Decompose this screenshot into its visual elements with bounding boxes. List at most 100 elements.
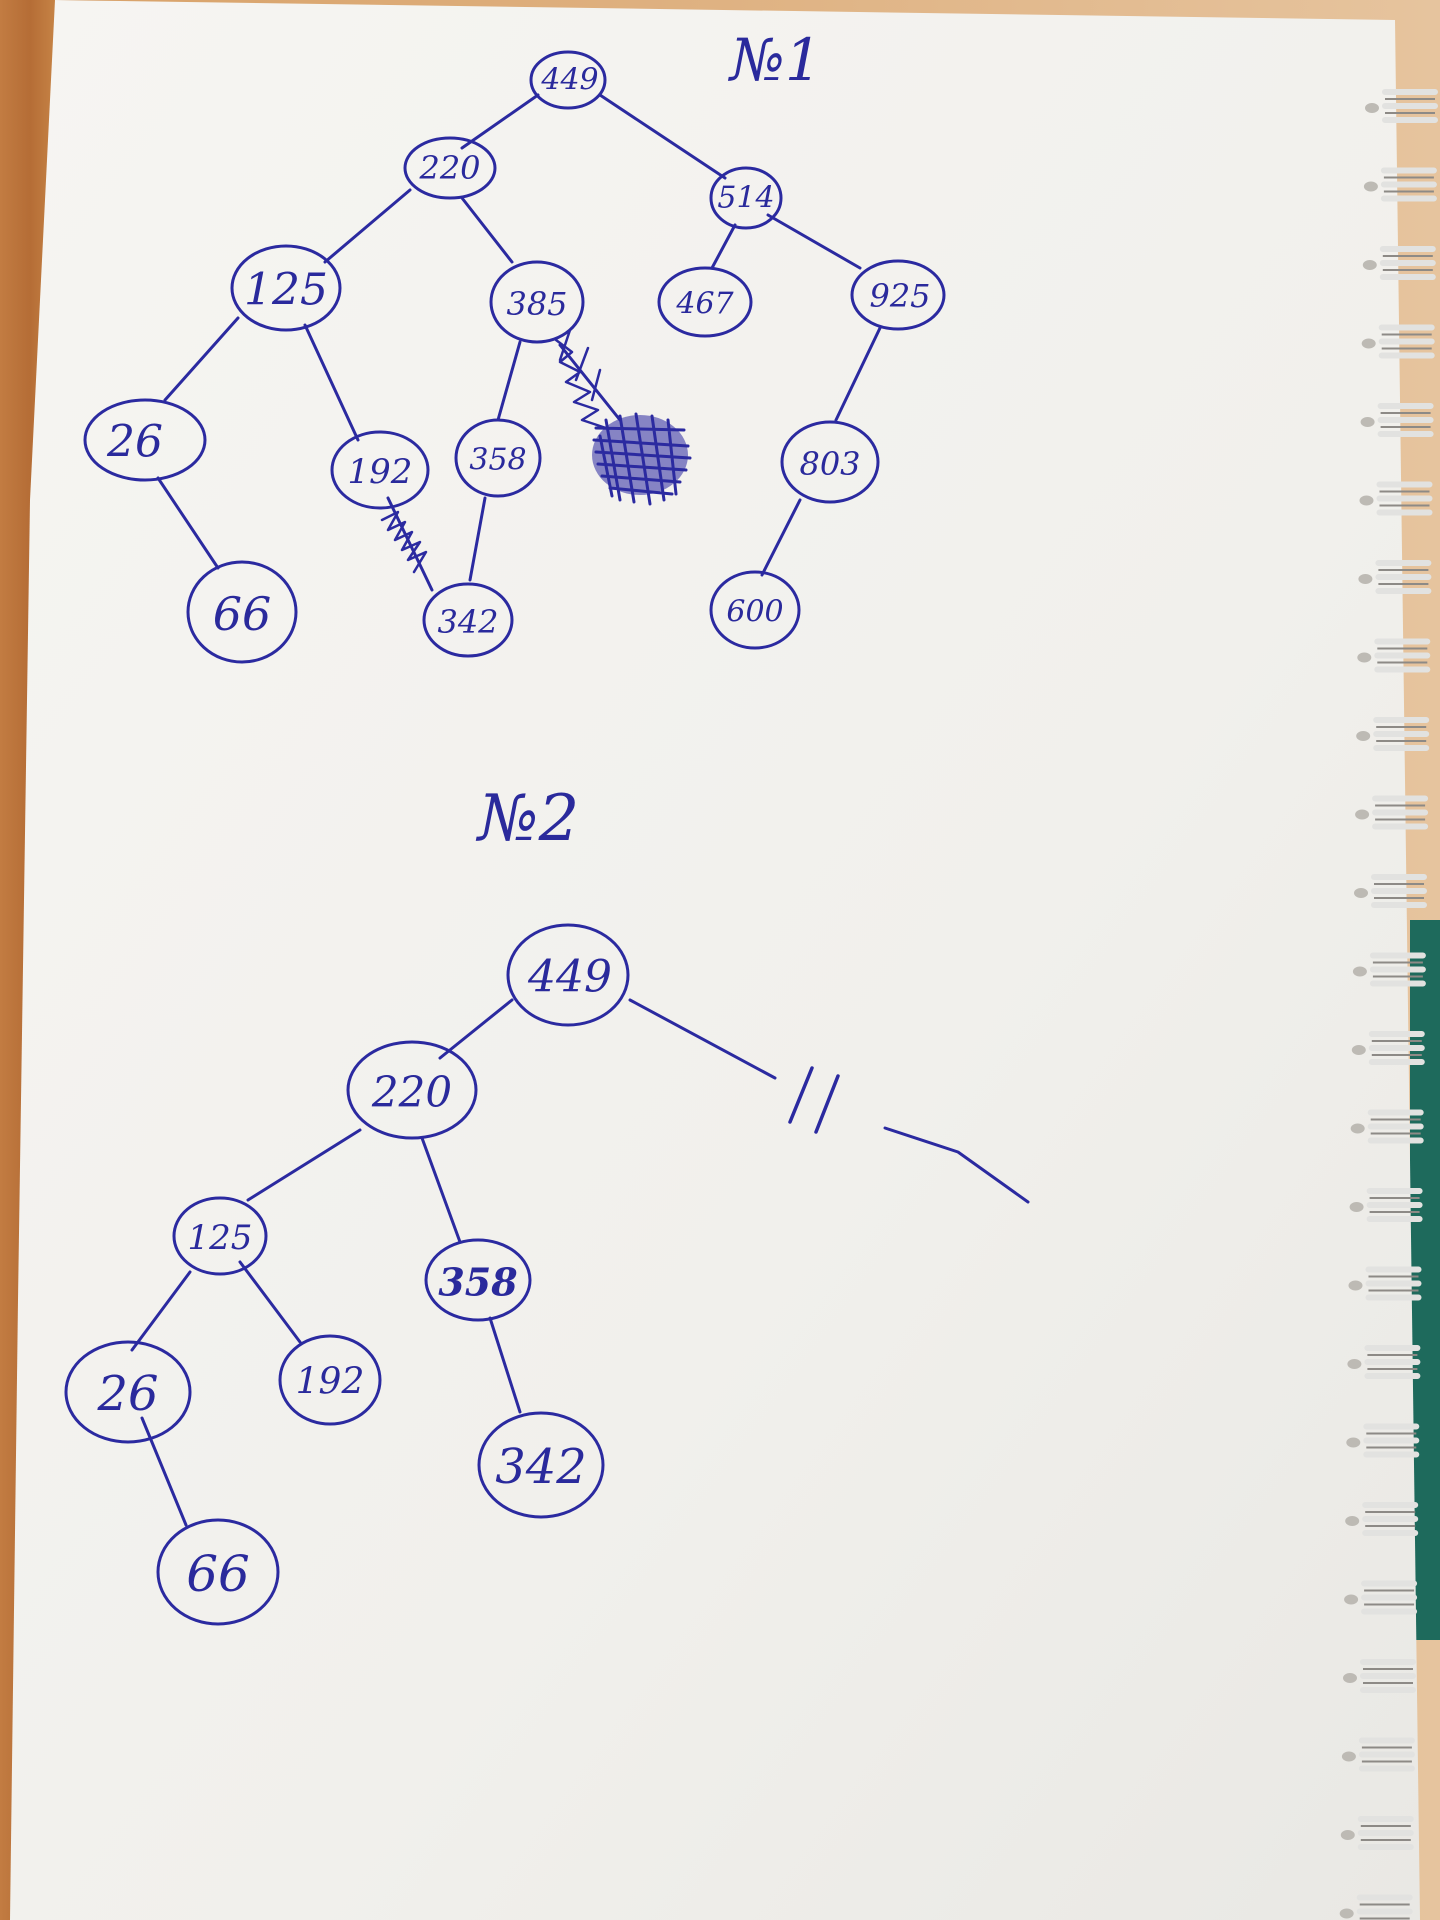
tree2-node-26: 26: [64, 1340, 192, 1444]
spiral-ring: [1356, 717, 1430, 751]
spiral-ring: [1359, 481, 1433, 516]
spiral-ring: [1363, 167, 1437, 202]
diagram-1-nodes: 449 220 514 125 385: [83, 50, 946, 664]
cut-mark-stroke-1: [788, 1066, 814, 1124]
tree2-node-220: 220: [346, 1040, 478, 1140]
spiral-ring: [1365, 89, 1438, 123]
diagram-2-edges: [130, 998, 1030, 1527]
spiral-wire: [1378, 324, 1435, 359]
tree1-node-803: 803: [780, 420, 880, 504]
node-circle: [477, 1411, 605, 1519]
spiral-wire-shadow: [1381, 333, 1432, 350]
tree1-node-449: 449: [529, 50, 607, 110]
spiral-wire: [1357, 1816, 1414, 1850]
node-circle: [529, 50, 607, 110]
node-circle: [156, 1518, 280, 1626]
tree1-node-125: 125: [230, 244, 342, 332]
spiral-wire: [1362, 1502, 1419, 1536]
spiral-hole: [1359, 495, 1374, 506]
spiral-ring: [1361, 324, 1435, 359]
spiral-wire: [1364, 1345, 1421, 1379]
node-circle: [489, 260, 585, 344]
diagram-2: №2 449: [64, 782, 1030, 1626]
spiral-hole: [1358, 574, 1373, 584]
edge-449-220: [460, 93, 540, 150]
node-label: 66: [186, 1545, 250, 1603]
spiral-wire-shadow: [1369, 1197, 1420, 1213]
spiral-wire-shadow: [1380, 412, 1431, 428]
node-label: 125: [188, 1218, 253, 1258]
tree1-node-467: 467: [657, 266, 753, 338]
edge-449-514: [598, 93, 727, 180]
spiral-wire: [1376, 481, 1433, 516]
tree1-node-925: 925: [850, 259, 946, 331]
spiral-hole: [1361, 338, 1376, 349]
spiral-hole: [1360, 417, 1375, 427]
spiral-wire: [1377, 403, 1434, 437]
spiral-hole: [1348, 1280, 1363, 1291]
spiral-ring: [1358, 560, 1432, 594]
spiral-wire-shadow: [1370, 1118, 1421, 1135]
edge-449-right-cut: [628, 998, 777, 1080]
edge-385-crossed: [558, 343, 622, 422]
node-circle: [850, 259, 946, 331]
spiral-hole: [1341, 1751, 1356, 1762]
edge-449-220: [438, 998, 514, 1060]
tree2-node-342: 342: [477, 1411, 605, 1519]
spiral-wire-shadow: [1359, 1903, 1410, 1920]
tree2-node-66: 66: [156, 1518, 280, 1626]
spiral-wire: [1366, 1188, 1423, 1222]
spiral-ring: [1343, 1659, 1416, 1693]
tree2-node-125: 125: [172, 1196, 268, 1276]
spiral-binding: [1339, 89, 1438, 1920]
spiral-hole: [1344, 1594, 1359, 1605]
node-label: 220: [418, 149, 480, 187]
spiral-ring: [1345, 1502, 1419, 1536]
spiral-wire: [1358, 1737, 1415, 1772]
spiral-ring: [1360, 403, 1434, 437]
spiral-wire: [1363, 1423, 1420, 1458]
tree1-node-192: 192: [330, 430, 430, 510]
tree1-node-385: 385: [489, 260, 585, 344]
edge-358-342: [488, 1316, 522, 1414]
node-circle: [403, 136, 497, 200]
spiral-hole: [1365, 103, 1379, 113]
spiral-wire: [1356, 1894, 1413, 1915]
spiral-wire-shadow: [1374, 883, 1424, 899]
spiral-hole: [1363, 181, 1378, 192]
spiral-wire-shadow: [1382, 255, 1433, 271]
spiral-wire: [1372, 795, 1429, 830]
node-label: 26: [106, 417, 163, 468]
node-circle: [278, 1334, 382, 1426]
crossout-node-blob: [592, 412, 692, 506]
edge-514-467: [710, 223, 737, 270]
spiral-hole: [1351, 1045, 1366, 1055]
node-label: 449: [540, 63, 598, 98]
spiral-ring: [1354, 874, 1427, 908]
spiral-wire: [1375, 560, 1432, 594]
tree1-node-220: 220: [403, 136, 497, 200]
spiral-ring: [1350, 1109, 1424, 1144]
node-circle: [506, 923, 630, 1027]
spiral-wire: [1373, 717, 1430, 751]
node-label: 449: [527, 952, 612, 1003]
spiral-wire-shadow: [1363, 1668, 1413, 1684]
node-label: 342: [495, 1439, 587, 1495]
tree1-node-514: 514: [709, 166, 783, 230]
spiral-wire-shadow: [1375, 804, 1426, 821]
node-label: 66: [213, 587, 272, 641]
node-label: 803: [799, 445, 860, 483]
spiral-ring: [1339, 1894, 1413, 1920]
edge-125-26: [130, 1270, 192, 1352]
spiral-hole: [1357, 652, 1372, 663]
edge-26-66: [156, 476, 220, 570]
tree1-node-358: 358: [454, 418, 542, 498]
spiral-wire-shadow: [1367, 1354, 1418, 1370]
spiral-wire: [1360, 1659, 1416, 1693]
node-label: 600: [726, 595, 783, 630]
spiral-wire-shadow: [1361, 1746, 1412, 1763]
spiral-wire: [1367, 1109, 1424, 1144]
node-circle: [709, 166, 783, 230]
spiral-ring: [1347, 1345, 1421, 1379]
